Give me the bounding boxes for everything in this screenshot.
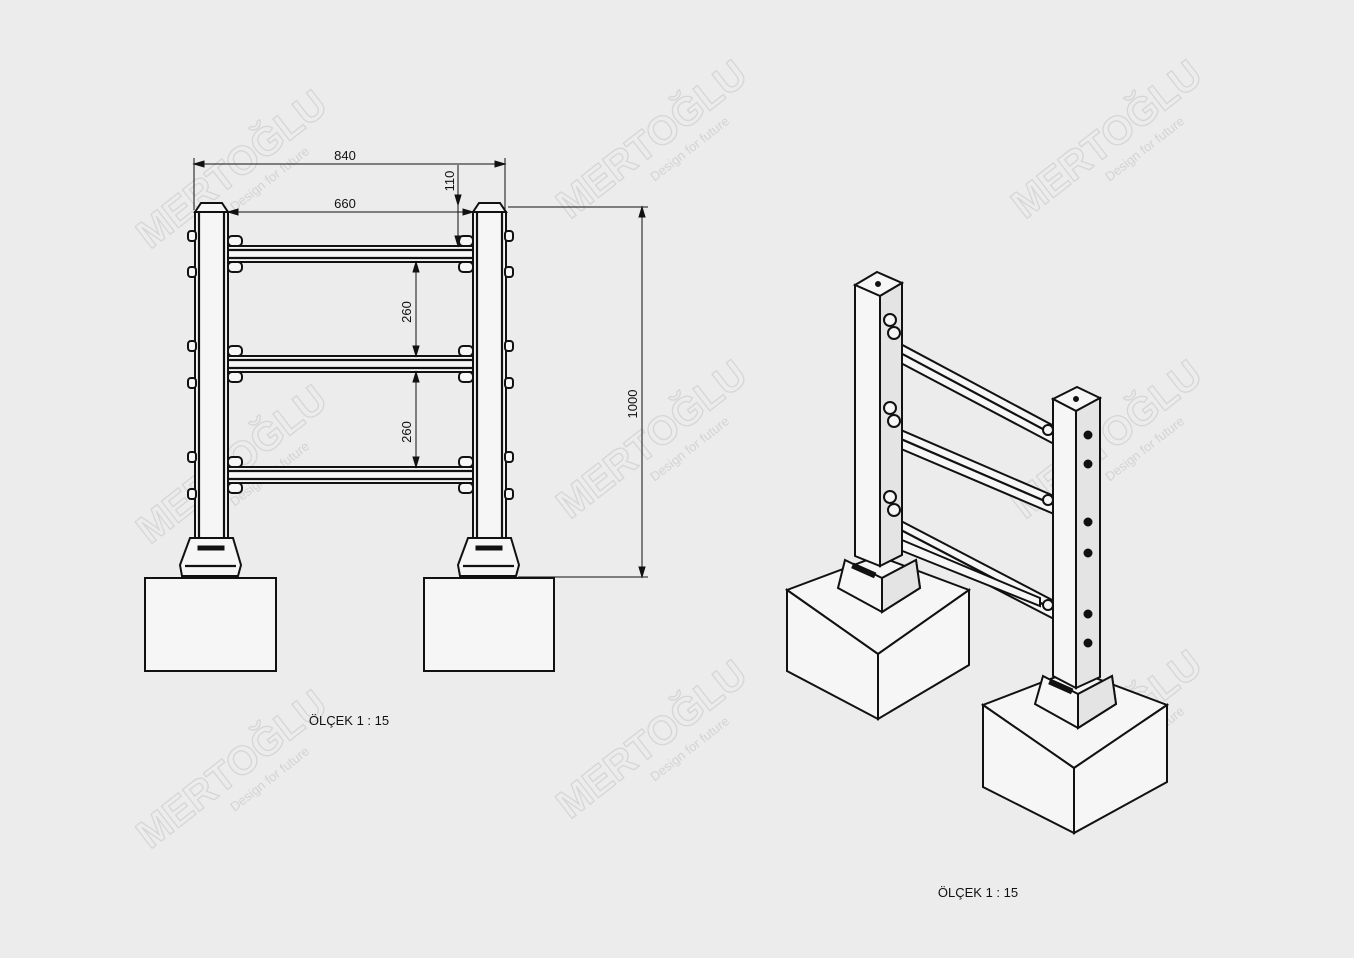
dim-top-offset: 110 (442, 171, 457, 192)
front-view-scale-label: ÖLÇEK 1 : 15 (309, 713, 389, 728)
watermark-brand: MERTOĞLU (547, 350, 755, 527)
left-concrete-block (144, 577, 277, 672)
right-post (456, 202, 521, 577)
dim-height: 1000 (625, 390, 640, 419)
left-post (178, 202, 243, 577)
right-concrete-block (423, 577, 555, 672)
dim-overall-width: 840 (334, 148, 356, 163)
watermark-brand: MERTOĞLU (547, 650, 755, 827)
iso-back-post (836, 270, 922, 614)
front-bolts (187, 230, 514, 500)
iso-view-scale-label: ÖLÇEK 1 : 15 (938, 885, 1018, 900)
iso-front-post (1033, 385, 1118, 730)
front-view: 840 660 110 260 260 (144, 148, 648, 728)
watermark-brand: MERTOĞLU (127, 80, 335, 257)
dim-spacing-lower: 260 (399, 421, 414, 443)
watermark-brand: MERTOĞLU (1002, 50, 1210, 227)
watermark-brand: MERTOĞLU (127, 680, 335, 857)
dim-inner-width: 660 (334, 196, 356, 211)
front-rails (227, 245, 474, 484)
isometric-view: ÖLÇEK 1 : 15 (784, 270, 1170, 900)
dim-spacing-upper: 260 (399, 301, 414, 323)
front-dimensions: 840 660 110 260 260 (192, 148, 648, 579)
watermark-brand: MERTOĞLU (547, 50, 755, 227)
